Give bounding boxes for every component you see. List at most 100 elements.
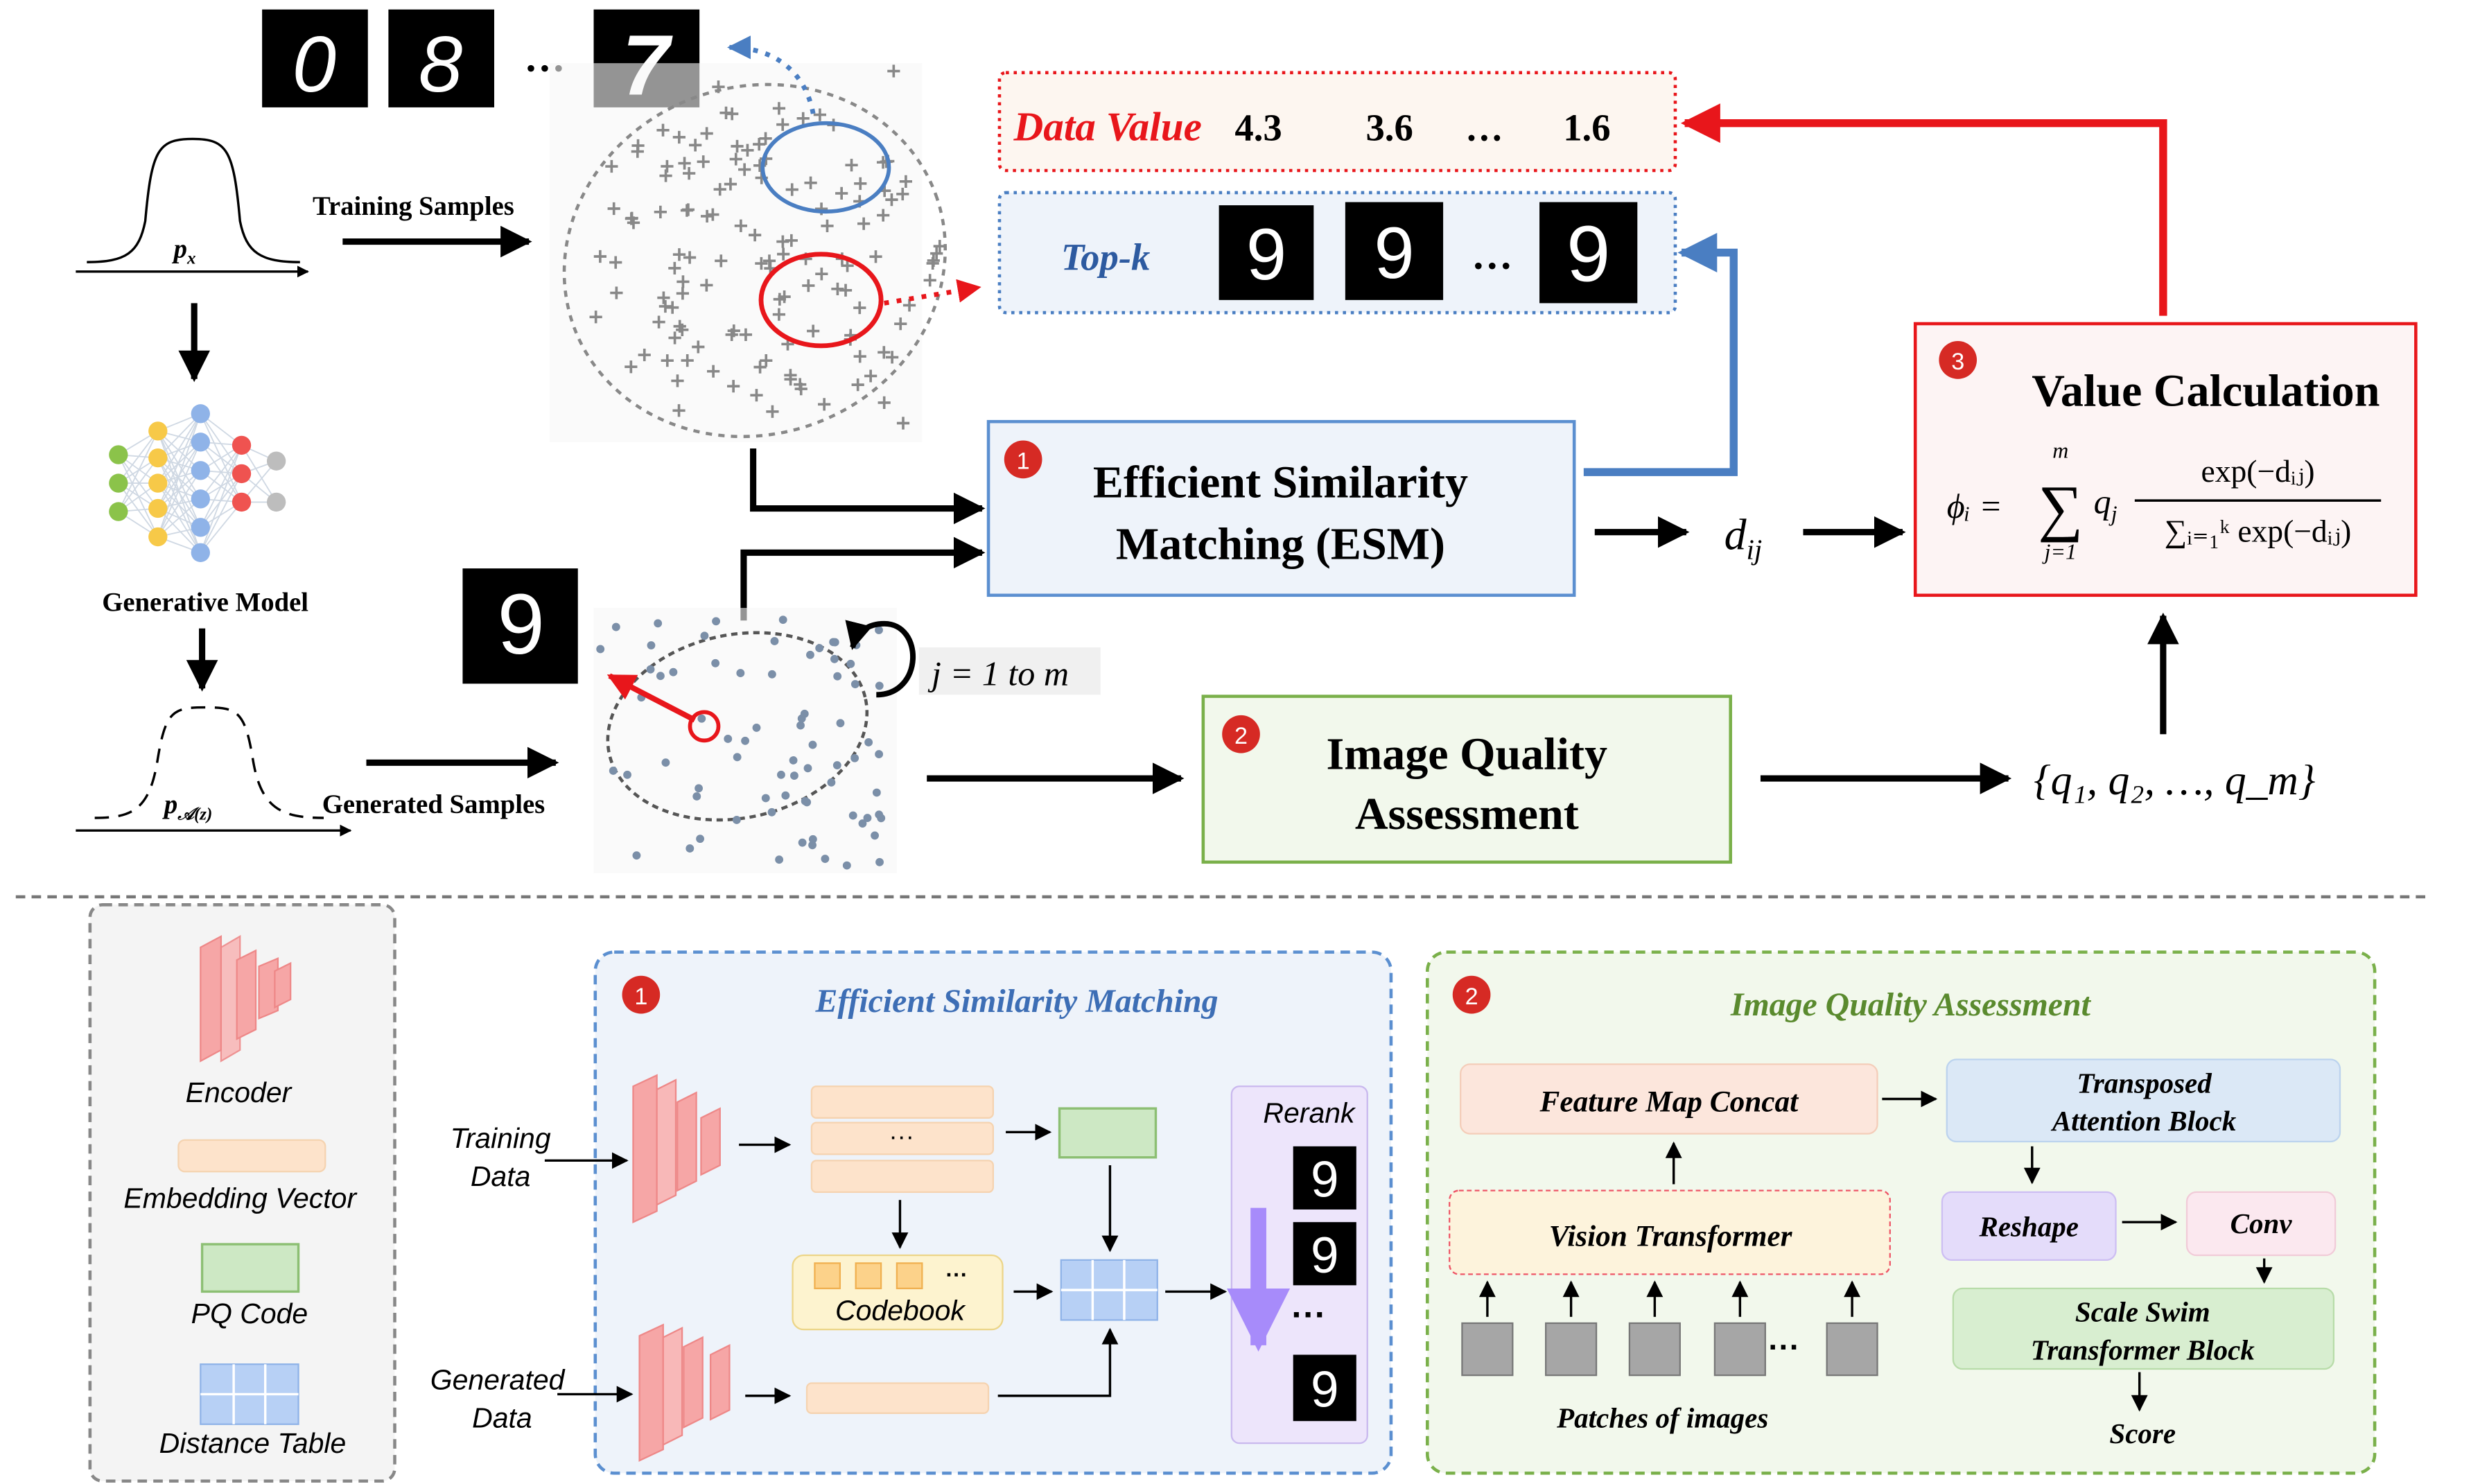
iqa-box: 2 Image Quality Assessment	[1201, 695, 1732, 864]
transposed-attention-box	[1946, 1058, 2341, 1143]
px-label: px	[172, 234, 196, 268]
topk-label: Top-k	[1061, 236, 1151, 279]
codebook-label: Codebook	[835, 1294, 966, 1326]
arrow-value-to-datavalue	[1680, 103, 2167, 316]
svg-text:1: 1	[1017, 448, 1030, 475]
legend-encoder-label: Encoder	[186, 1076, 293, 1108]
topk-digit-3	[1539, 202, 1638, 304]
iqa-title-line2: Assessment	[1355, 789, 1579, 839]
legend-pq-label: PQ Code	[191, 1298, 308, 1329]
svg-text:···: ···	[889, 1122, 914, 1151]
encoder-icon-generated	[638, 1323, 731, 1462]
data-value-2: 3.6	[1365, 107, 1413, 149]
svg-text:···: ···	[946, 1262, 968, 1287]
svg-text:3: 3	[1951, 349, 1964, 375]
pq-code-box	[1058, 1107, 1158, 1159]
svg-text:Scale Swim: Scale Swim	[2075, 1296, 2210, 1328]
patches-label: Patches of images	[1556, 1402, 1768, 1433]
legend-panel: Encoder Embedding Vector PQ Code Distanc…	[88, 903, 396, 1483]
svg-text:Feature Map Concat: Feature Map Concat	[1539, 1085, 1800, 1119]
feature-map-concat-box	[1460, 1063, 1878, 1135]
data-value-3: 1.6	[1563, 107, 1610, 149]
distance-table-box	[1060, 1259, 1158, 1321]
embedding-stack: ···	[810, 1085, 995, 1194]
generated-scatter	[593, 608, 897, 873]
svg-text:9: 9	[498, 577, 545, 672]
formula-numerator: exp(−dᵢⱼ)	[2201, 453, 2315, 489]
loop-label: j = 1 to m	[927, 654, 1069, 693]
generated-digit-thumb	[462, 568, 578, 684]
svg-text:8: 8	[419, 21, 462, 109]
vision-transformer-box	[1449, 1189, 1891, 1275]
distance-table-legend-icon	[200, 1363, 299, 1425]
digit-thumb-8	[388, 9, 495, 107]
scale-swim-box	[1952, 1287, 2335, 1370]
reshape-box	[1941, 1191, 2117, 1261]
training-distribution: px	[76, 137, 309, 278]
encoder-legend-icon	[200, 934, 292, 1063]
pq-legend-icon	[200, 1243, 300, 1293]
data-value-label: Data Value	[1013, 104, 1201, 150]
generative-model-label: Generative Model	[102, 588, 308, 618]
selected-point-circle	[688, 710, 721, 743]
loop-arrow	[845, 620, 916, 698]
svg-text:9: 9	[1311, 1362, 1339, 1418]
svg-text:Data: Data	[471, 1160, 531, 1192]
dij-label: dij	[1725, 510, 1763, 566]
legend-distance-label: Distance Table	[159, 1427, 347, 1459]
svg-text:Attention Block: Attention Block	[2050, 1105, 2237, 1137]
score-label: Score	[2109, 1417, 2176, 1449]
red-highlight-circle	[758, 252, 884, 349]
svg-text:j=1: j=1	[2042, 539, 2077, 564]
svg-text:9: 9	[1566, 210, 1610, 298]
q-set-label: {q₁, q₂, …, q_m}	[2034, 757, 2316, 804]
esm-panel: 1 Efficient Similarity Matching Training…	[430, 950, 1393, 1475]
arrow-training-to-esm	[750, 448, 986, 525]
red-dotted-arrow	[884, 279, 981, 306]
generated-embedding	[805, 1382, 990, 1414]
svg-text:9: 9	[1311, 1152, 1339, 1208]
generated-data-label: Generated	[430, 1364, 566, 1396]
svg-text:Transformer Block: Transformer Block	[2031, 1334, 2255, 1365]
svg-text:Conv: Conv	[2230, 1207, 2293, 1239]
arrow-generated-to-esm	[740, 536, 986, 621]
encoder-icon-training	[632, 1074, 721, 1223]
training-samples-label: Training Samples	[313, 191, 514, 221]
svg-text:···: ···	[1291, 1295, 1326, 1334]
topk-digit-1	[1219, 205, 1314, 300]
svg-text:Reshape: Reshape	[1978, 1211, 2079, 1243]
svg-text:Data: Data	[472, 1402, 532, 1433]
image-patches	[1461, 1280, 1878, 1377]
blue-dotted-arrow	[727, 35, 816, 114]
formula-denominator: ∑ᵢ₌₁ᵏ exp(−dᵢⱼ)	[2165, 513, 2352, 548]
arrow-esm-to-topk	[1583, 233, 1738, 476]
esm-panel-badge	[622, 975, 661, 1014]
rerank-box: Rerank 9 9 ··· 9	[1227, 1085, 1368, 1444]
esm-panel-title: Efficient Similarity Matching	[814, 983, 1218, 1020]
codebook-box: ··· Codebook	[792, 1254, 1004, 1331]
svg-text:9: 9	[1246, 214, 1286, 295]
topk-box: Top-k 9 9 … 9	[997, 191, 1677, 315]
data-value-1: 4.3	[1234, 107, 1282, 149]
svg-text:2: 2	[1234, 723, 1248, 749]
topk-ellipsis: …	[1472, 232, 1512, 277]
generated-distribution: p𝒜(z)	[76, 706, 352, 837]
rerank-label: Rerank	[1263, 1097, 1356, 1129]
data-value-box: Data Value 4.3 3.6 … 1.6	[997, 71, 1677, 173]
svg-text:Transposed: Transposed	[2077, 1067, 2212, 1099]
svg-text:9: 9	[1311, 1228, 1339, 1284]
training-scatter	[549, 35, 981, 442]
embedding-legend-icon	[177, 1139, 326, 1173]
value-calc-title: Value Calculation	[2032, 365, 2380, 416]
svg-text:0: 0	[292, 21, 336, 109]
value-number-badge	[1939, 341, 1977, 379]
esm-box: 1 Efficient Similarity Matching (ESM)	[986, 419, 1576, 597]
iqa-panel: 2 Image Quality Assessment Feature Map C…	[1426, 950, 2377, 1475]
svg-text:m: m	[2052, 439, 2068, 463]
topk-digit-2	[1345, 202, 1444, 300]
blue-highlight-circle	[760, 121, 891, 214]
generated-samples-label: Generated Samples	[322, 789, 545, 819]
svg-text:9: 9	[1374, 213, 1414, 294]
